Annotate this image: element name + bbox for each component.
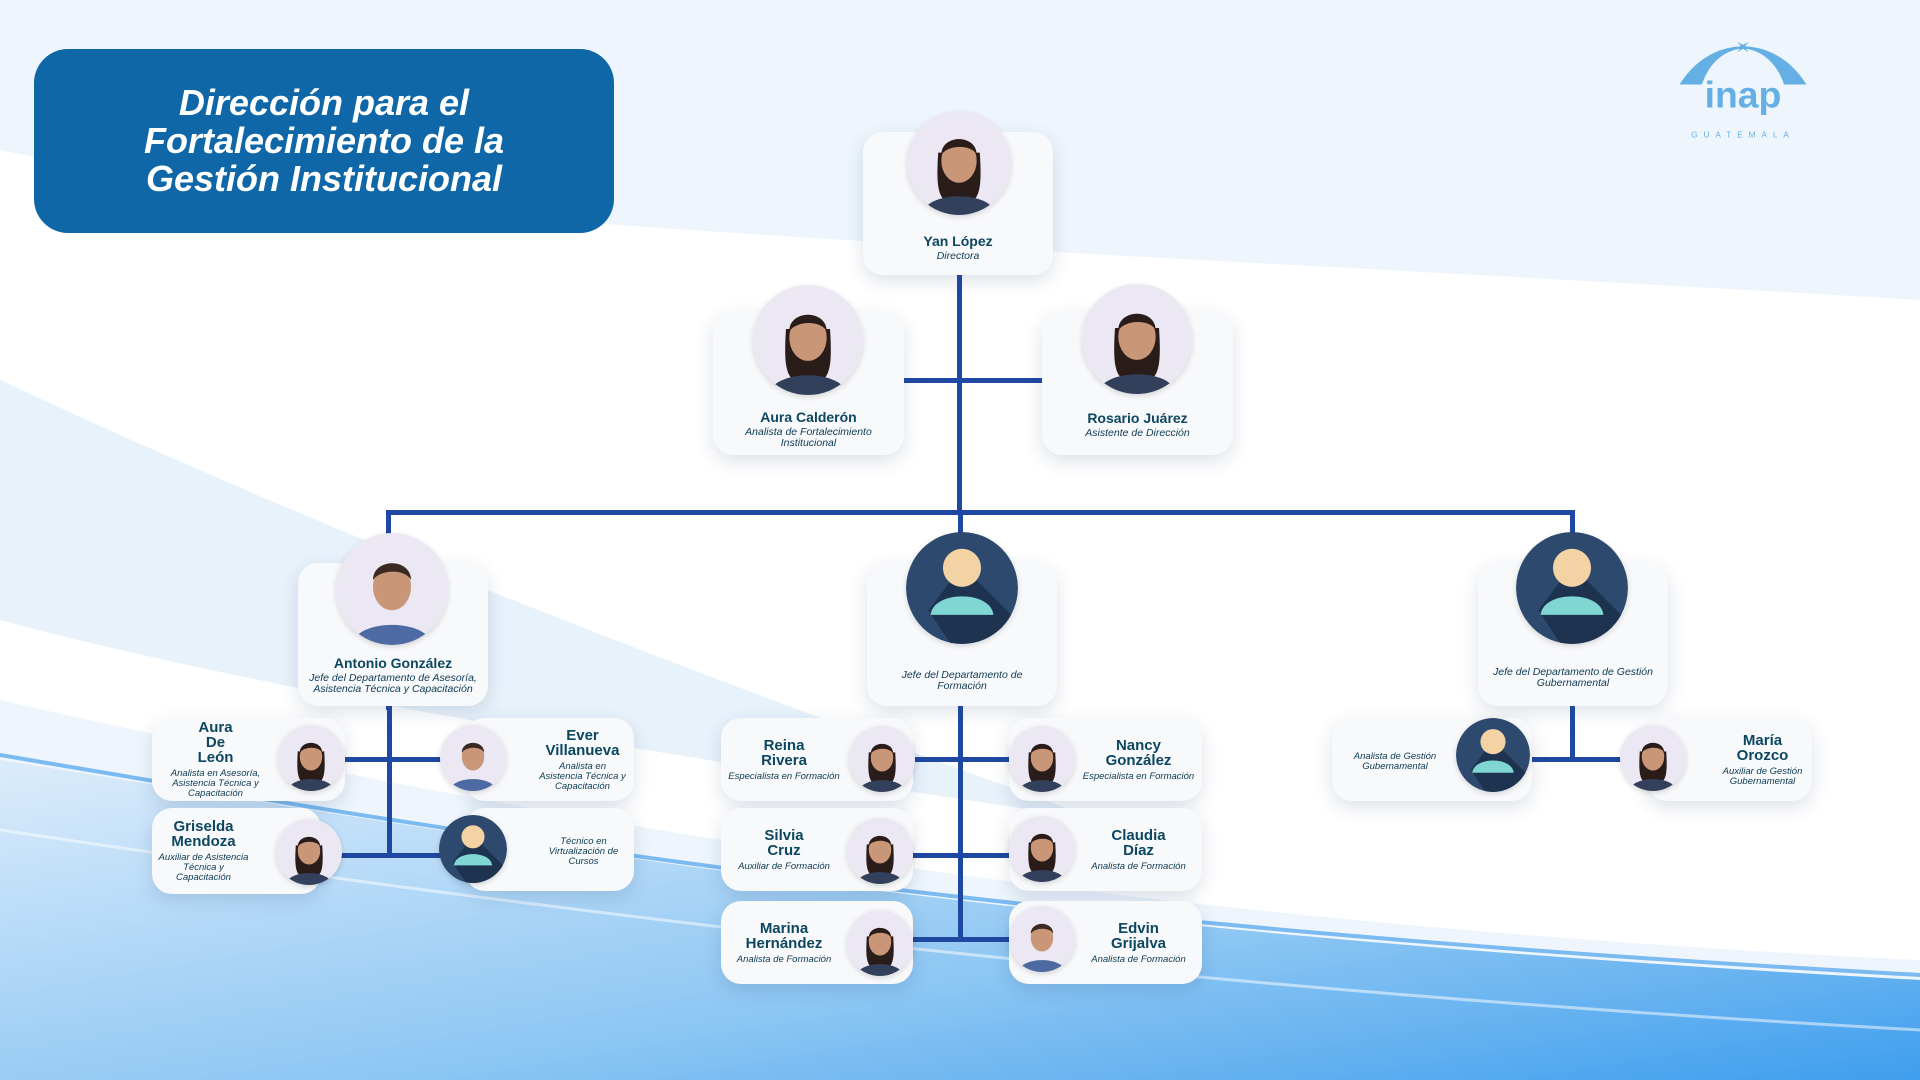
person-role: Especialista en Formación bbox=[728, 770, 840, 782]
title-line: Dirección para el bbox=[178, 82, 470, 123]
connector-line bbox=[913, 757, 1009, 762]
person-role: Analista de Formación bbox=[1091, 860, 1186, 872]
person-role: Auxiliar de Formación bbox=[738, 860, 830, 872]
connector-line bbox=[1570, 706, 1575, 759]
person-photo bbox=[847, 910, 913, 976]
person-role: Analista de Gestión Gubernamental bbox=[1353, 750, 1437, 772]
connector-line bbox=[1528, 757, 1621, 762]
person-name: Yan López bbox=[923, 233, 993, 249]
title-line: Fortalecimiento de la bbox=[143, 120, 505, 161]
page-title: Dirección para el Fortalecimiento de la … bbox=[34, 49, 614, 233]
person-role: Analista de Formación bbox=[1091, 953, 1186, 965]
connector-line bbox=[387, 706, 392, 857]
person-photo bbox=[276, 819, 342, 885]
person-photo bbox=[1009, 816, 1075, 882]
person-role: Jefe del Departamento de Formación bbox=[901, 669, 1023, 692]
connector-line bbox=[913, 937, 1009, 942]
connector-line bbox=[904, 378, 1042, 383]
placeholder-avatar-icon bbox=[439, 815, 507, 883]
person-role: Técnico en Virtualización de Cursos bbox=[548, 835, 619, 867]
person-photo bbox=[336, 533, 448, 645]
person-role: Analista en Asesoría, Asistencia Técnica… bbox=[170, 768, 261, 799]
person-name: Rosario Juárez bbox=[1087, 410, 1188, 426]
person-role: Auxiliar de Gestión Gubernamental bbox=[1722, 765, 1803, 787]
person-photo bbox=[753, 285, 863, 395]
connector-line bbox=[321, 853, 441, 858]
person-role: Jefe del Departamento de Asesoría, Asist… bbox=[309, 672, 477, 695]
person-photo bbox=[907, 111, 1011, 215]
person-photo bbox=[1620, 725, 1686, 791]
card-text: Técnico en Virtualización de Cursos bbox=[539, 808, 628, 891]
logo-text: inap bbox=[1705, 74, 1782, 116]
placeholder-avatar-icon bbox=[1516, 532, 1628, 644]
placeholder-avatar-icon bbox=[1456, 718, 1530, 792]
person-role: Especialista en Formación bbox=[1082, 770, 1195, 782]
person-photo bbox=[847, 818, 913, 884]
card-text: Analista de Gestión Gubernamental bbox=[1338, 718, 1452, 801]
person-name: Antonio González bbox=[333, 655, 453, 671]
person-photo bbox=[1009, 906, 1075, 972]
connector-line bbox=[345, 757, 441, 762]
person-role: Analista en Asistencia Técnica y Capacit… bbox=[539, 760, 626, 792]
person-photo bbox=[849, 726, 915, 792]
person-photo bbox=[1009, 726, 1075, 792]
connector-line bbox=[958, 706, 963, 942]
person-photo bbox=[440, 725, 506, 791]
connector-line bbox=[913, 853, 1009, 858]
person-photo bbox=[1082, 284, 1192, 394]
person-role: Auxiliar de Asistencia Técnica y Capacit… bbox=[158, 852, 249, 883]
connector-line bbox=[386, 510, 1574, 515]
inap-logo: inap GUATEMALA bbox=[1679, 41, 1807, 140]
person-role: Jefe del Departamento de Gestión Guberna… bbox=[1493, 666, 1653, 689]
person-photo bbox=[278, 725, 344, 791]
person-role: Analista de Fortalecimiento Instituciona… bbox=[745, 426, 872, 449]
title-line: Gestión Institucional bbox=[145, 158, 503, 199]
logo-subtext: GUATEMALA bbox=[1691, 131, 1795, 140]
person-role: Asistente de Dirección bbox=[1085, 427, 1190, 439]
person-role: Directora bbox=[936, 250, 980, 262]
placeholder-avatar-icon bbox=[906, 532, 1018, 644]
person-role: Analista de Formación bbox=[736, 953, 832, 965]
person-name: Aura Calderón bbox=[760, 409, 857, 425]
connector-line bbox=[957, 275, 962, 515]
